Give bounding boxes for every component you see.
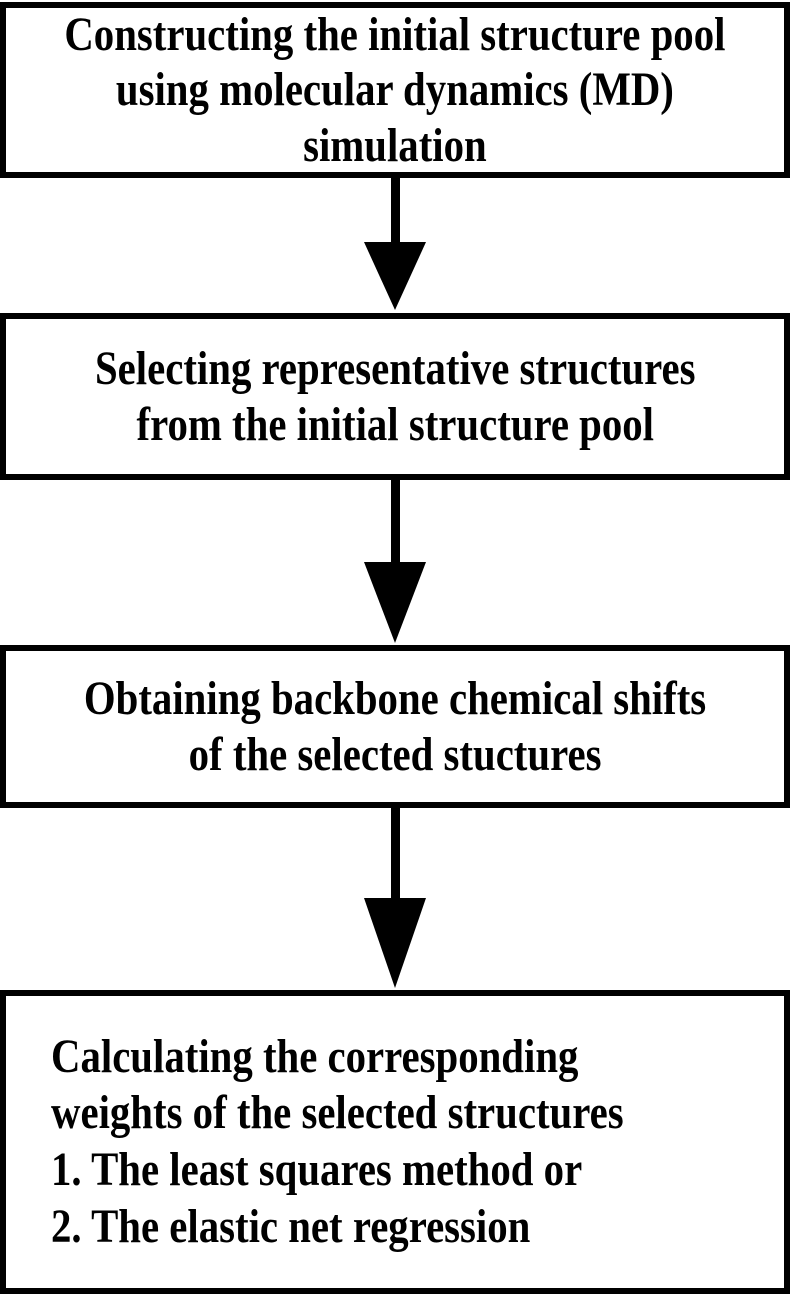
flow-step-4-box: Calculating the corresponding weights of… [0,990,790,1294]
flow-step-3-label: Obtaining backbone chemical shifts of th… [83,672,707,781]
arrow-down-icon [364,562,426,643]
flow-step-2-box: Selecting representative structures from… [0,313,790,480]
arrow-down-icon [364,898,426,988]
arrow-stem [390,178,400,242]
flow-step-1-box: Constructing the initial structure pool … [0,2,790,178]
connector-2 [364,480,426,643]
arrow-stem [390,480,400,562]
connector-3 [364,808,426,988]
flow-step-3-box: Obtaining backbone chemical shifts of th… [0,645,790,808]
flow-step-2-label: Selecting representative structures from… [94,342,696,451]
flow-step-4-label: Calculating the corresponding weights of… [51,1029,624,1253]
arrow-down-icon [364,242,426,310]
connector-1 [364,178,426,310]
arrow-stem [390,808,400,898]
flow-step-1-label: Constructing the initial structure pool … [64,8,726,172]
